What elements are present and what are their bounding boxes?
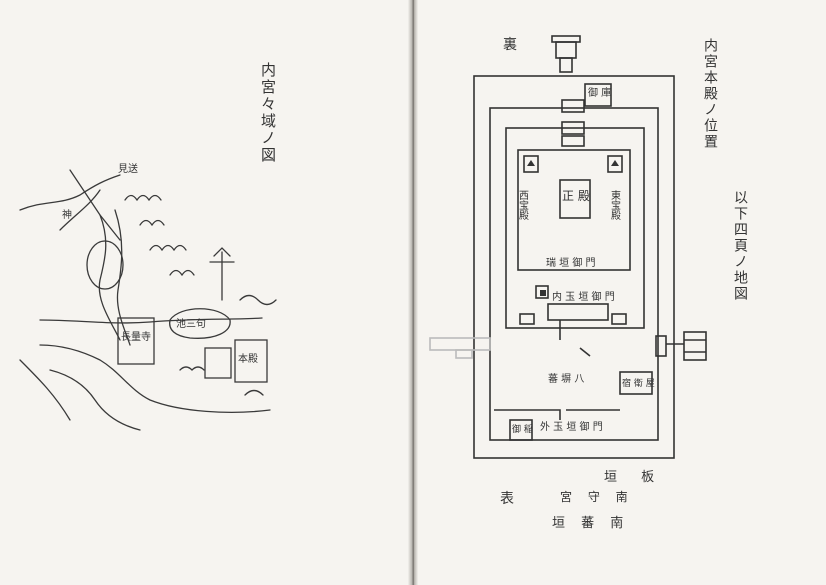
left-page-title: 内宮々域ノ図: [259, 62, 277, 164]
inner-fence-gate-label: 瑞 垣 御 門: [546, 256, 596, 269]
right-page: [414, 0, 826, 585]
south-gate-label-1: 宮 守 南: [560, 490, 634, 504]
outer-gate-label: 外 玉 垣 御 門: [540, 420, 603, 433]
fence-eighth-label: 蕃 塀 八: [548, 373, 584, 385]
middle-gate-label: 内 玉 垣 御 門: [552, 290, 615, 303]
right-page-note: 以下四頁ノ地図: [732, 190, 748, 302]
map-label-palace: 本殿: [238, 352, 258, 365]
right-page-title: 内宮本殿ノ位置: [702, 38, 718, 150]
top-shrine-label: 御 庫: [588, 86, 611, 99]
main-hall-label: 正 殿: [562, 189, 590, 203]
map-label-top-road: 見送: [118, 162, 138, 175]
east-guard-label: 宿 衛 屋: [622, 377, 655, 389]
rear-label: 裏: [503, 37, 517, 53]
south-gate-label-2: 垣 蕃 南: [552, 516, 630, 531]
left-page: [0, 0, 412, 585]
map-label-river: 神: [62, 208, 72, 221]
map-label-pond: 池三句: [176, 317, 206, 330]
outer-shrine-label: 御 稲: [512, 423, 533, 435]
front-label: 表: [500, 491, 514, 507]
west-hall-label: 西宝殿: [517, 190, 529, 221]
board-fence-label: 垣 板: [604, 470, 665, 485]
precinct-sketch-map: 見送 神 長量寺 池三句 本殿: [19, 162, 277, 431]
map-label-temple: 長量寺: [121, 331, 151, 343]
book-spine: [408, 0, 418, 585]
east-hall-label: 東宝殿: [609, 189, 621, 221]
